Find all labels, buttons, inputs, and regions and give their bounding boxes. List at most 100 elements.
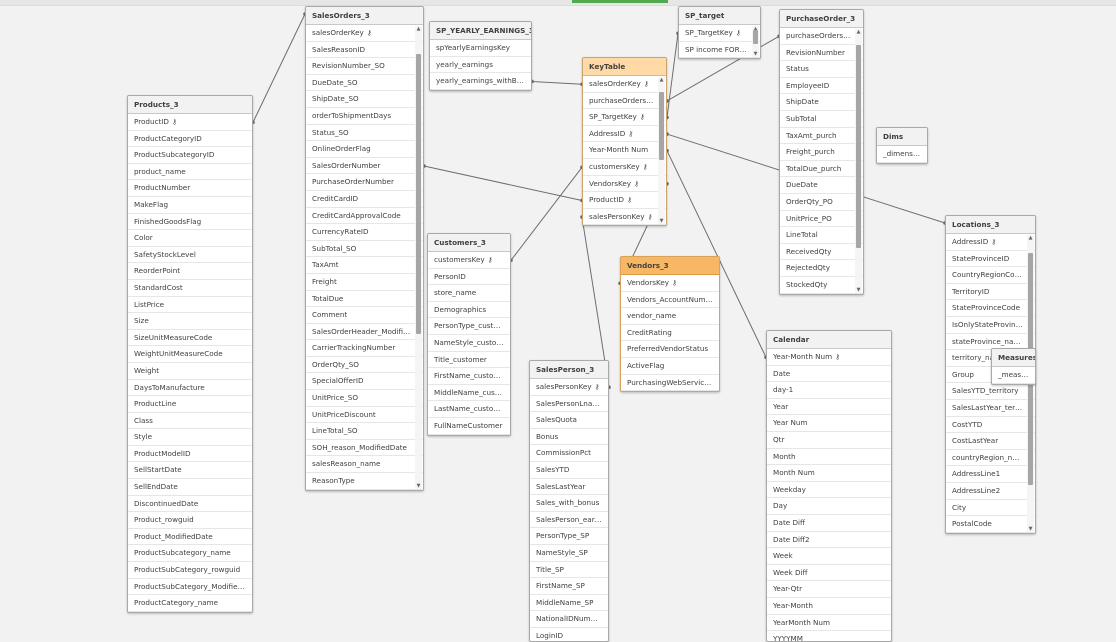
- field-row[interactable]: Qtr: [767, 432, 891, 449]
- field-row[interactable]: CostYTD: [946, 417, 1035, 434]
- scroll-down-arrow[interactable]: ▼: [416, 482, 421, 489]
- field-row[interactable]: yearly_earnings: [430, 57, 531, 74]
- table-title[interactable]: Locations_3: [946, 216, 1035, 234]
- field-row[interactable]: ProductID⚷: [128, 114, 252, 131]
- field-row[interactable]: CarrierTrackingNumber: [306, 340, 423, 357]
- field-row[interactable]: Day: [767, 498, 891, 515]
- field-row[interactable]: DueDate_SO: [306, 75, 423, 92]
- field-row[interactable]: Week Diff: [767, 565, 891, 582]
- field-row[interactable]: DaysToManufacture: [128, 380, 252, 397]
- field-row[interactable]: MiddleName_customer: [428, 385, 510, 402]
- field-row[interactable]: ListPrice: [128, 297, 252, 314]
- field-row[interactable]: AddressID⚷: [946, 234, 1035, 251]
- field-row[interactable]: customersKey⚷: [428, 252, 510, 269]
- table-title[interactable]: SP_YEARLY_EARNINGS_3: [430, 22, 531, 40]
- scrollbar[interactable]: ▲▼: [415, 26, 422, 489]
- table-measures[interactable]: Measures_measure: [991, 348, 1036, 385]
- field-row[interactable]: Class: [128, 413, 252, 430]
- field-row[interactable]: Freight_purch: [780, 144, 863, 161]
- field-row[interactable]: FinishedGoodsFlag: [128, 214, 252, 231]
- field-row[interactable]: UnitPrice_PO: [780, 211, 863, 228]
- field-row[interactable]: _measure: [992, 367, 1035, 384]
- field-row[interactable]: AddressLine1: [946, 466, 1035, 483]
- field-row[interactable]: SalesLastYear_territory: [946, 400, 1035, 417]
- scrollbar[interactable]: ▲▼: [855, 29, 862, 293]
- field-row[interactable]: SpecialOfferID: [306, 373, 423, 391]
- field-row[interactable]: purchaseOrdersKey: [583, 93, 666, 110]
- table-title[interactable]: Customers_3: [428, 234, 510, 252]
- field-row[interactable]: SizeUnitMeasureCode: [128, 330, 252, 347]
- table-title[interactable]: PurchaseOrder_3: [780, 10, 863, 28]
- field-row[interactable]: salesReason_name: [306, 456, 423, 474]
- field-row[interactable]: SafetyStockLevel: [128, 247, 252, 264]
- field-row[interactable]: salesOrderKey⚷: [583, 76, 666, 93]
- field-row[interactable]: StateProvinceCode: [946, 300, 1035, 317]
- field-row[interactable]: salesPersonKey⚷: [583, 209, 666, 226]
- field-row[interactable]: CountryRegionCode: [946, 267, 1035, 284]
- field-row[interactable]: PurchaseOrderNumber: [306, 174, 423, 191]
- field-row[interactable]: salesOrderKey⚷: [306, 25, 423, 42]
- field-row[interactable]: ProductNumber: [128, 180, 252, 197]
- table-title[interactable]: SalesPerson_3: [530, 361, 608, 379]
- field-row[interactable]: Date: [767, 366, 891, 383]
- field-row[interactable]: LineTotal: [780, 227, 863, 244]
- field-row[interactable]: UnitPriceDiscount: [306, 407, 423, 424]
- table-title[interactable]: Dims: [877, 128, 927, 146]
- field-row[interactable]: SellEndDate: [128, 479, 252, 496]
- field-row[interactable]: VendorsKey⚷: [583, 176, 666, 193]
- field-row[interactable]: OrderQty_PO: [780, 194, 863, 211]
- scroll-down-arrow[interactable]: ▼: [1028, 525, 1033, 532]
- field-row[interactable]: Title_SP: [530, 562, 608, 579]
- field-row[interactable]: SalesQuota: [530, 412, 608, 429]
- field-row[interactable]: Year-Month Num⚷: [767, 349, 891, 366]
- field-row[interactable]: Year Num: [767, 415, 891, 432]
- table-title[interactable]: Measures: [992, 349, 1035, 367]
- field-row[interactable]: NameStyle_SP: [530, 545, 608, 562]
- field-row[interactable]: SubTotal: [780, 111, 863, 128]
- field-row[interactable]: Title_customer: [428, 352, 510, 369]
- field-row[interactable]: orderToShipmentDays: [306, 108, 423, 125]
- field-row[interactable]: ProductModelID: [128, 446, 252, 463]
- field-row[interactable]: PostalCode: [946, 516, 1035, 533]
- field-row[interactable]: Bonus: [530, 429, 608, 446]
- scrollbar-thumb[interactable]: [856, 44, 861, 249]
- field-row[interactable]: NameStyle_customer: [428, 335, 510, 352]
- field-row[interactable]: EmployeeID: [780, 78, 863, 95]
- field-row[interactable]: LastName_customer: [428, 401, 510, 418]
- field-row[interactable]: ReasonType: [306, 473, 423, 490]
- field-row[interactable]: YYYYMM: [767, 631, 891, 641]
- field-row[interactable]: Date Diff: [767, 515, 891, 532]
- field-row[interactable]: spYearlyEarningsKey: [430, 40, 531, 57]
- field-row[interactable]: SellStartDate: [128, 462, 252, 480]
- scroll-up-arrow[interactable]: ▲: [416, 26, 421, 32]
- field-row[interactable]: AddressID⚷: [583, 126, 666, 143]
- scroll-up-arrow[interactable]: ▲: [856, 29, 861, 35]
- field-row[interactable]: UnitPrice_SO: [306, 390, 423, 407]
- field-row[interactable]: TaxAmt: [306, 257, 423, 274]
- field-row[interactable]: FirstName_customer: [428, 368, 510, 385]
- field-row[interactable]: FullNameCustomer: [428, 418, 510, 435]
- field-row[interactable]: StockedQty: [780, 277, 863, 294]
- field-row[interactable]: SalesPerson_earning: [530, 512, 608, 529]
- field-row[interactable]: CreditRating: [621, 325, 719, 342]
- field-row[interactable]: SalesYTD: [530, 462, 608, 479]
- field-row[interactable]: Year: [767, 399, 891, 416]
- field-row[interactable]: ProductCategoryID: [128, 131, 252, 148]
- scroll-down-arrow[interactable]: ▼: [856, 286, 861, 293]
- field-row[interactable]: ReceivedQty: [780, 244, 863, 261]
- field-row[interactable]: Style: [128, 429, 252, 446]
- field-row[interactable]: VendorsKey⚷: [621, 275, 719, 292]
- field-row[interactable]: territory_name: [946, 350, 1035, 367]
- field-row[interactable]: ProductSubcategoryID: [128, 147, 252, 164]
- field-row[interactable]: YearMonth Num: [767, 615, 891, 632]
- scrollbar[interactable]: ▲▼: [658, 77, 665, 225]
- field-row[interactable]: CommissionPct: [530, 445, 608, 462]
- field-row[interactable]: MakeFlag: [128, 197, 252, 214]
- field-row[interactable]: stateProvince_name: [946, 334, 1035, 351]
- scrollbar-thumb[interactable]: [753, 30, 758, 44]
